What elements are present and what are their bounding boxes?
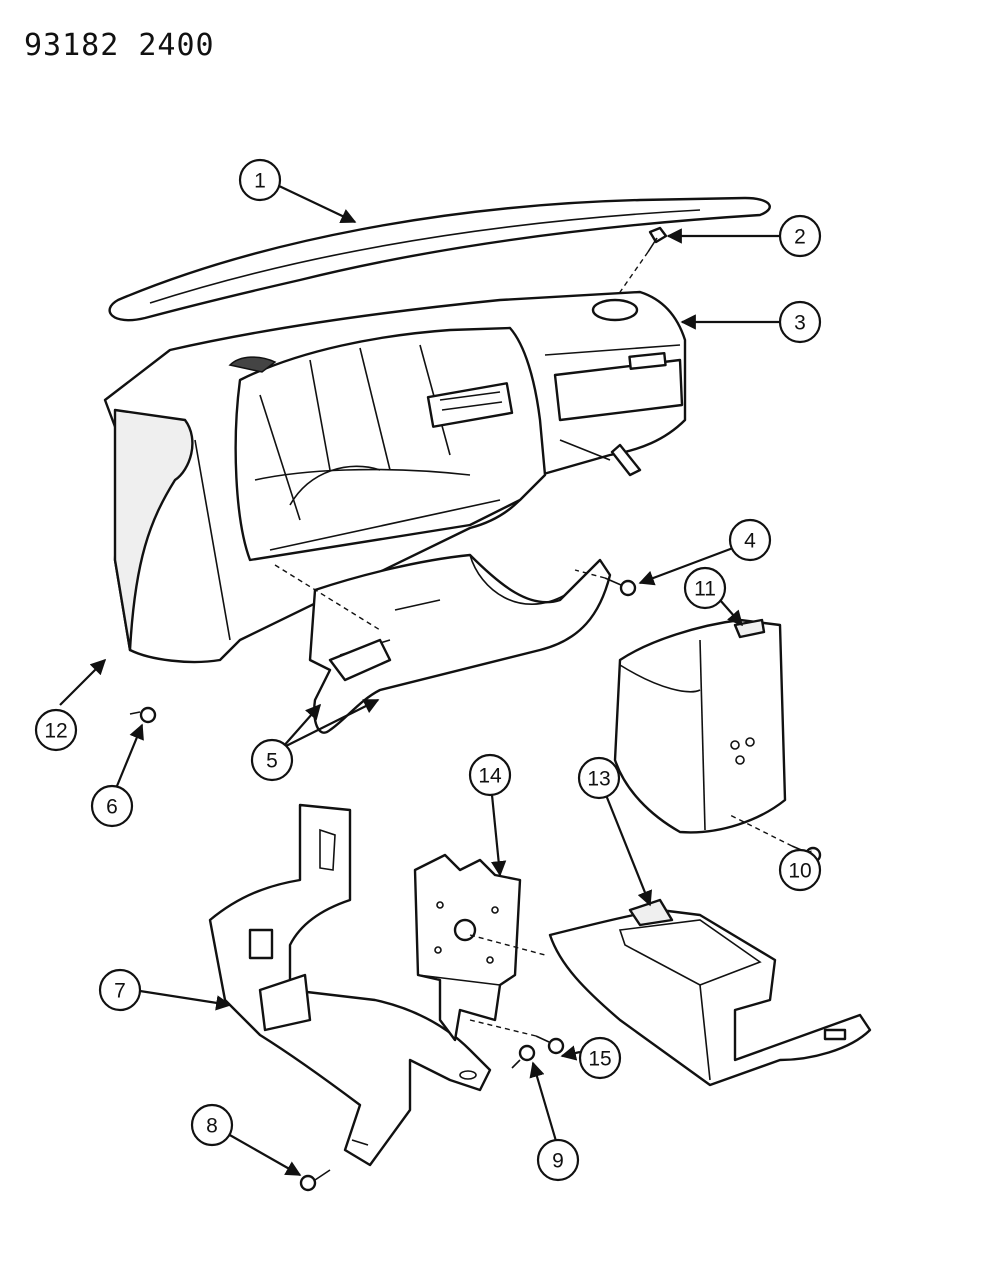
svg-text:6: 6	[106, 796, 118, 819]
fastener-9-screw	[511, 1044, 536, 1069]
mounting-plate	[413, 853, 522, 1042]
svg-text:5: 5	[266, 750, 278, 773]
svg-text:11: 11	[694, 578, 716, 601]
callout-15: 15	[578, 1036, 622, 1080]
knee-bolster	[548, 898, 872, 1087]
callout-8: 8	[190, 1103, 234, 1147]
dash-top-pad	[108, 196, 771, 322]
instrument-panel	[103, 290, 687, 664]
callout-2: 2	[778, 214, 822, 258]
svg-text:9: 9	[552, 1150, 564, 1173]
callout-3: 3	[778, 300, 822, 344]
lower-column-cover	[308, 553, 612, 734]
fastener-6-screw	[129, 706, 157, 724]
callout-1: 1	[238, 158, 282, 202]
svg-text:12: 12	[44, 720, 67, 743]
svg-text:4: 4	[744, 530, 756, 553]
side-cover	[613, 618, 787, 834]
svg-text:15: 15	[588, 1048, 611, 1071]
callout-14: 14	[468, 753, 512, 797]
callout-4: 4	[728, 518, 772, 562]
svg-text:14: 14	[478, 765, 502, 788]
callout-9: 9	[536, 1138, 580, 1182]
svg-text:1: 1	[254, 170, 266, 193]
fastener-4-screw	[604, 577, 637, 597]
fastener-8-screw	[299, 1169, 331, 1192]
svg-text:8: 8	[206, 1115, 218, 1138]
callout-5: 5	[250, 738, 294, 782]
callout-13: 13	[577, 756, 621, 800]
fastener-15-screw	[535, 1035, 565, 1055]
callout-11: 11	[683, 566, 727, 610]
callout-7: 7	[98, 968, 142, 1012]
document-code: 93182 2400	[24, 28, 215, 63]
svg-text:2: 2	[794, 226, 806, 249]
callout-12: 12	[34, 708, 78, 752]
lower-bracket	[208, 803, 492, 1167]
fastener-2-screw	[647, 226, 668, 253]
svg-text:10: 10	[788, 860, 811, 883]
svg-text:3: 3	[794, 312, 806, 335]
callout-6: 6	[90, 784, 134, 828]
svg-text:7: 7	[114, 980, 126, 1003]
callout-10: 10	[778, 848, 822, 892]
svg-text:13: 13	[587, 768, 610, 791]
